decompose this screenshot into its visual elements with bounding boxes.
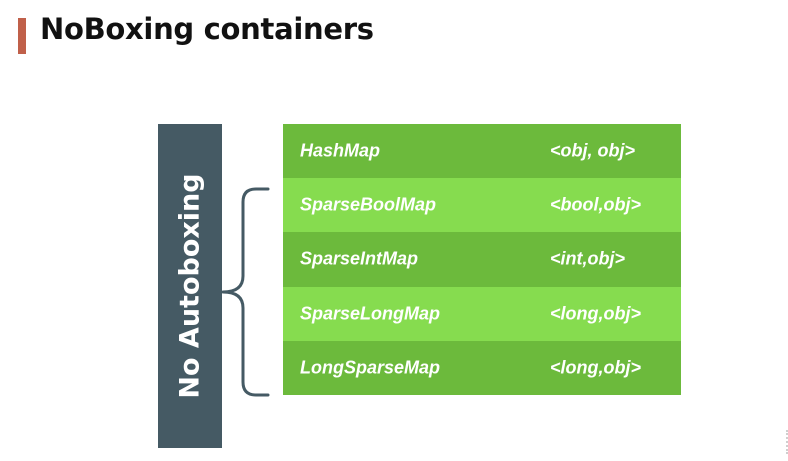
title-accent-bar [18,18,26,54]
container-name: SparseIntMap [300,248,419,269]
slide-title: NoBoxing containers [40,12,374,46]
scroll-indicator [786,430,788,454]
container-type: <long,obj> [550,303,642,324]
table-row-sparselongmap: SparseLongMap <long,obj> [283,286,681,341]
container-name: SparseBoolMap [300,194,437,215]
curly-brace-icon [221,187,270,397]
no-autoboxing-label: No Autoboxing [174,173,206,399]
container-type: <obj, obj> [550,140,636,161]
no-autoboxing-bar: No Autoboxing [158,124,222,448]
table-row-sparseintmap: SparseIntMap <int,obj> [283,232,681,287]
table-row-hashmap: HashMap <obj, obj> [283,124,681,179]
table-row-longsparsemap: LongSparseMap <long,obj> [283,340,681,395]
table-row-sparseboolmap: SparseBoolMap <bool,obj> [283,178,681,233]
container-name: SparseLongMap [300,303,441,324]
container-table: HashMap <obj, obj> SparseBoolMap <bool,o… [283,124,681,395]
container-type: <long,obj> [550,357,642,378]
container-type: <int,obj> [550,248,626,269]
container-type: <bool,obj> [550,194,642,215]
container-name: HashMap [300,140,381,161]
container-name: LongSparseMap [300,357,441,378]
